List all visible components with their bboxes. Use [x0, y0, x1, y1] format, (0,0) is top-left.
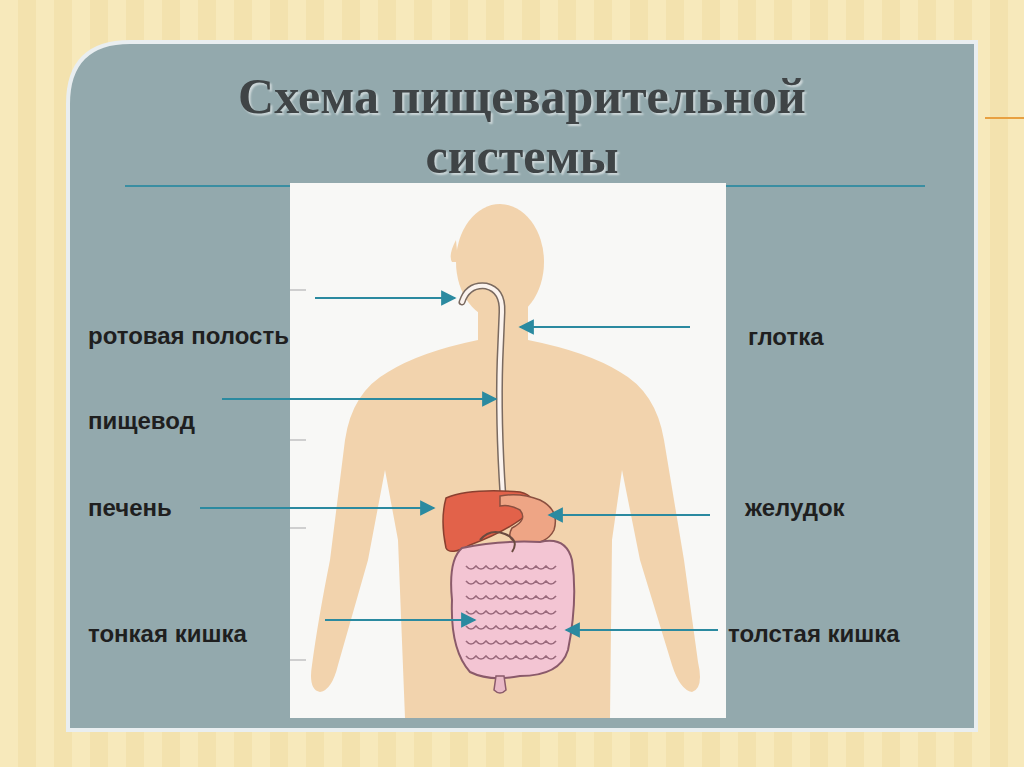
organ-label: ротовая полость [88, 322, 289, 350]
esophagus [462, 286, 503, 496]
organ-label: тонкая кишка [88, 620, 247, 648]
slide-title: Схема пищеварительной системы [182, 66, 862, 186]
intestine-loop [466, 626, 556, 629]
rectum [494, 676, 506, 693]
slide-panel [68, 42, 976, 730]
organ-label: глотка [748, 323, 824, 351]
body-silhouette [311, 204, 700, 718]
intestine-loop [466, 581, 556, 584]
tick-marks [290, 290, 306, 660]
intestine-loop [466, 611, 556, 614]
accent-line [985, 117, 1024, 119]
stomach [500, 495, 555, 545]
organ-label: желудок [745, 494, 845, 522]
figure-panel [290, 183, 726, 718]
duodenum [480, 532, 515, 552]
intestine-loop [466, 656, 556, 659]
small-intestine [466, 566, 556, 659]
organ-label: толстая кишка [728, 620, 900, 648]
organ-label: печень [88, 494, 172, 522]
organ-label: пищевод [88, 407, 195, 435]
intestine-loop [466, 641, 556, 644]
intestine-loop [466, 596, 556, 599]
intestine-loop [466, 566, 556, 569]
large-intestine [451, 541, 574, 678]
